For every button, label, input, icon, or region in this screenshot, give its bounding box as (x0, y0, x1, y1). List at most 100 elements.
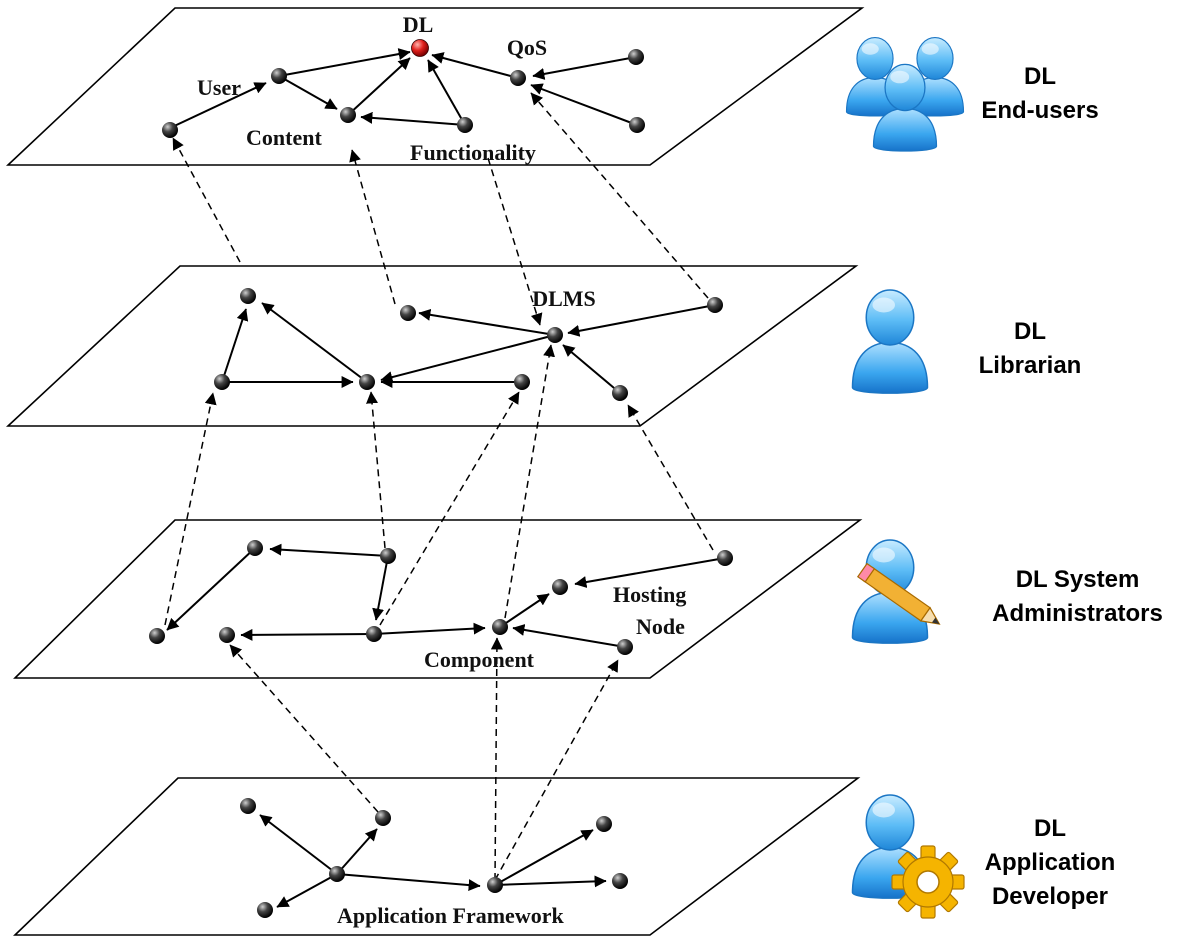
node (612, 385, 628, 401)
role-line: DL (1024, 63, 1056, 90)
plane-developer (13, 777, 861, 936)
link-solid (336, 828, 378, 875)
node (375, 810, 391, 826)
label-hosting: Hosting (613, 582, 686, 607)
label-qos: QoS (507, 35, 547, 60)
link-dashed (494, 659, 619, 881)
pencil-icon (856, 562, 941, 625)
node (257, 902, 273, 918)
node (247, 540, 263, 556)
link-solid (431, 52, 519, 79)
link-solid (418, 308, 556, 336)
link-solid (372, 555, 389, 621)
node (162, 122, 178, 138)
role-label-administrators: DL System Administrators (975, 563, 1180, 631)
label-node: Node (636, 614, 685, 639)
link-solid (530, 83, 638, 126)
node (240, 798, 256, 814)
role-line: DL (1034, 815, 1066, 842)
role-line: Application (984, 849, 1116, 876)
node (219, 627, 235, 643)
link-solid (261, 302, 368, 383)
gear-icon (891, 845, 965, 919)
link-dashed (379, 391, 520, 626)
label-functionality: Functionality (410, 140, 536, 165)
solid-links (166, 48, 726, 908)
link-dashed (487, 157, 543, 326)
role-label-librarian: DL Librarian (955, 315, 1105, 383)
link-solid (166, 547, 256, 631)
node-hosting-node (617, 639, 633, 655)
node-functionality (457, 117, 473, 133)
users-group-icon (845, 37, 965, 152)
link-dashed (164, 392, 217, 626)
node (552, 579, 568, 595)
role-line: Librarian (978, 352, 1082, 379)
node (366, 626, 382, 642)
node-component (492, 619, 508, 635)
node-user (271, 68, 287, 84)
user-pencil-icon (851, 539, 941, 644)
link-solid (169, 82, 267, 129)
link-solid (360, 111, 466, 126)
node-dl-root (411, 39, 429, 57)
label-dlms: DLMS (532, 286, 596, 311)
link-solid (499, 593, 550, 628)
label-content: Content (246, 125, 322, 150)
link-solid (427, 59, 466, 126)
node (514, 374, 530, 390)
link-solid (532, 56, 637, 80)
nodes (149, 39, 733, 918)
link-solid (494, 829, 594, 886)
node (214, 374, 230, 390)
link-dashed (229, 644, 379, 813)
link-solid (562, 344, 621, 394)
link-solid (567, 304, 716, 337)
role-line: Administrators (992, 600, 1163, 627)
link-solid (380, 334, 556, 383)
dashed-links (164, 92, 714, 881)
role-line: Developer (991, 883, 1109, 910)
node (359, 374, 375, 390)
role-line: DL System (1015, 566, 1140, 593)
node (240, 288, 256, 304)
plane-librarian (5, 265, 859, 427)
node (629, 117, 645, 133)
plane-end-users (5, 7, 865, 166)
link-dashed (504, 344, 556, 619)
link-dashed (627, 404, 714, 551)
link-solid (276, 873, 338, 908)
role-line: DL (1014, 318, 1046, 345)
link-solid (278, 75, 338, 110)
link-solid (259, 814, 338, 875)
link-solid (373, 622, 486, 635)
label-dl: DL (403, 12, 434, 37)
link-solid (494, 875, 607, 888)
user-gear-icon (851, 794, 965, 919)
node-dlms (547, 327, 563, 343)
node (400, 305, 416, 321)
link-solid (347, 57, 411, 116)
label-component: Component (424, 647, 535, 672)
role-label-end-users: DL End-users (955, 60, 1125, 128)
node-content (340, 107, 356, 123)
link-solid (278, 48, 411, 77)
role-line: End-users (981, 97, 1099, 124)
link-dashed (490, 637, 503, 881)
link-solid (574, 557, 726, 588)
user-icon (851, 289, 929, 394)
node (149, 628, 165, 644)
node (596, 816, 612, 832)
node-qos (510, 70, 526, 86)
node (717, 550, 733, 566)
node (707, 297, 723, 313)
node (380, 548, 396, 564)
node-application-framework (487, 877, 503, 893)
link-dashed (366, 391, 386, 549)
node (329, 866, 345, 882)
label-user: User (197, 75, 241, 100)
link-dashed (349, 149, 396, 305)
node (628, 49, 644, 65)
